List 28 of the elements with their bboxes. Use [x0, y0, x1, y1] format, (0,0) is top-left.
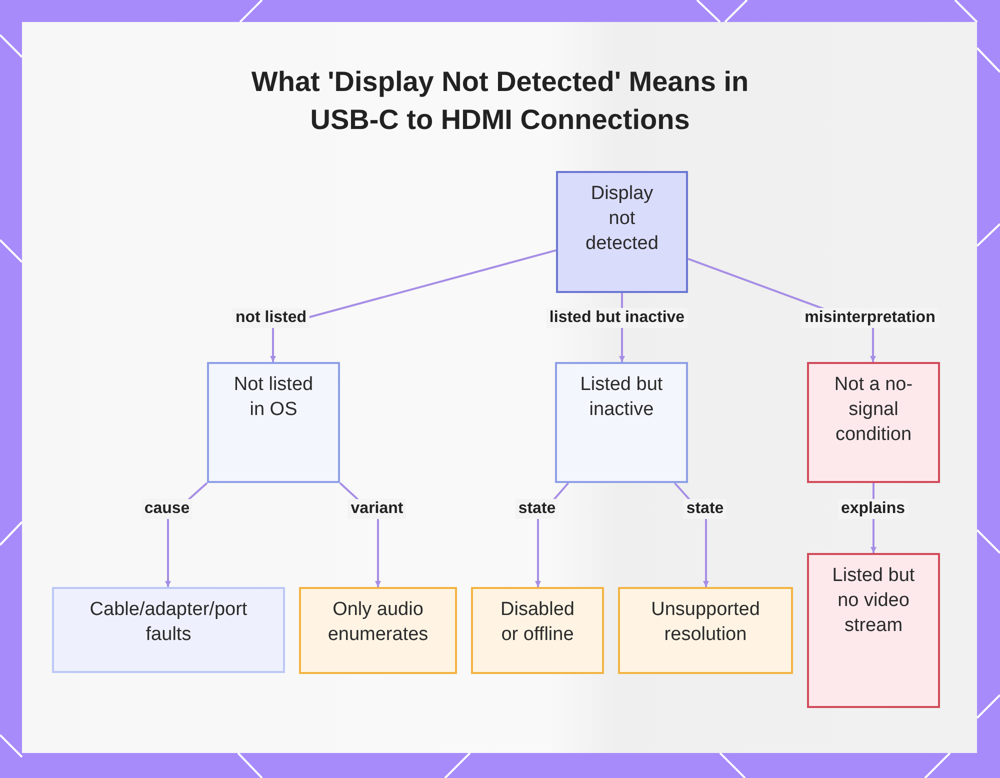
node-label: Not listed in OS — [232, 373, 314, 422]
node-label: Unsupported resolution — [650, 598, 761, 647]
process-box — [207, 362, 340, 483]
process-box — [52, 587, 285, 673]
node-label: Cable/adapter/port faults — [88, 598, 248, 647]
edge-label: not listed — [232, 308, 310, 328]
process-box — [618, 587, 793, 674]
node-label: Listed but inactive — [579, 373, 664, 422]
diagram-title: What 'Display Not Detected' Means in USB-C to HDMI Connections — [250, 65, 750, 137]
node-label: Listed but no video stream — [831, 564, 916, 638]
node-label: Not a no-signal condition — [833, 373, 914, 447]
process-box — [807, 362, 940, 483]
node-label: Display not detected — [584, 182, 660, 256]
process-box — [299, 587, 457, 674]
node-label: Disabled or offline — [500, 598, 576, 647]
process-box — [471, 587, 604, 674]
process-box — [807, 553, 940, 708]
edge-label: explains — [838, 499, 908, 519]
edge-label: misinterpretation — [802, 308, 938, 328]
edge-label: cause — [141, 499, 193, 519]
edge-label: state — [683, 499, 727, 519]
node-label: Only audio enumerates — [326, 598, 430, 647]
process-box — [555, 362, 688, 483]
edge-label: variant — [348, 499, 406, 519]
edge-label: listed but inactive — [546, 308, 688, 328]
process-box — [556, 171, 688, 293]
arrow — [270, 249, 556, 362]
edge-label: state — [515, 499, 559, 519]
